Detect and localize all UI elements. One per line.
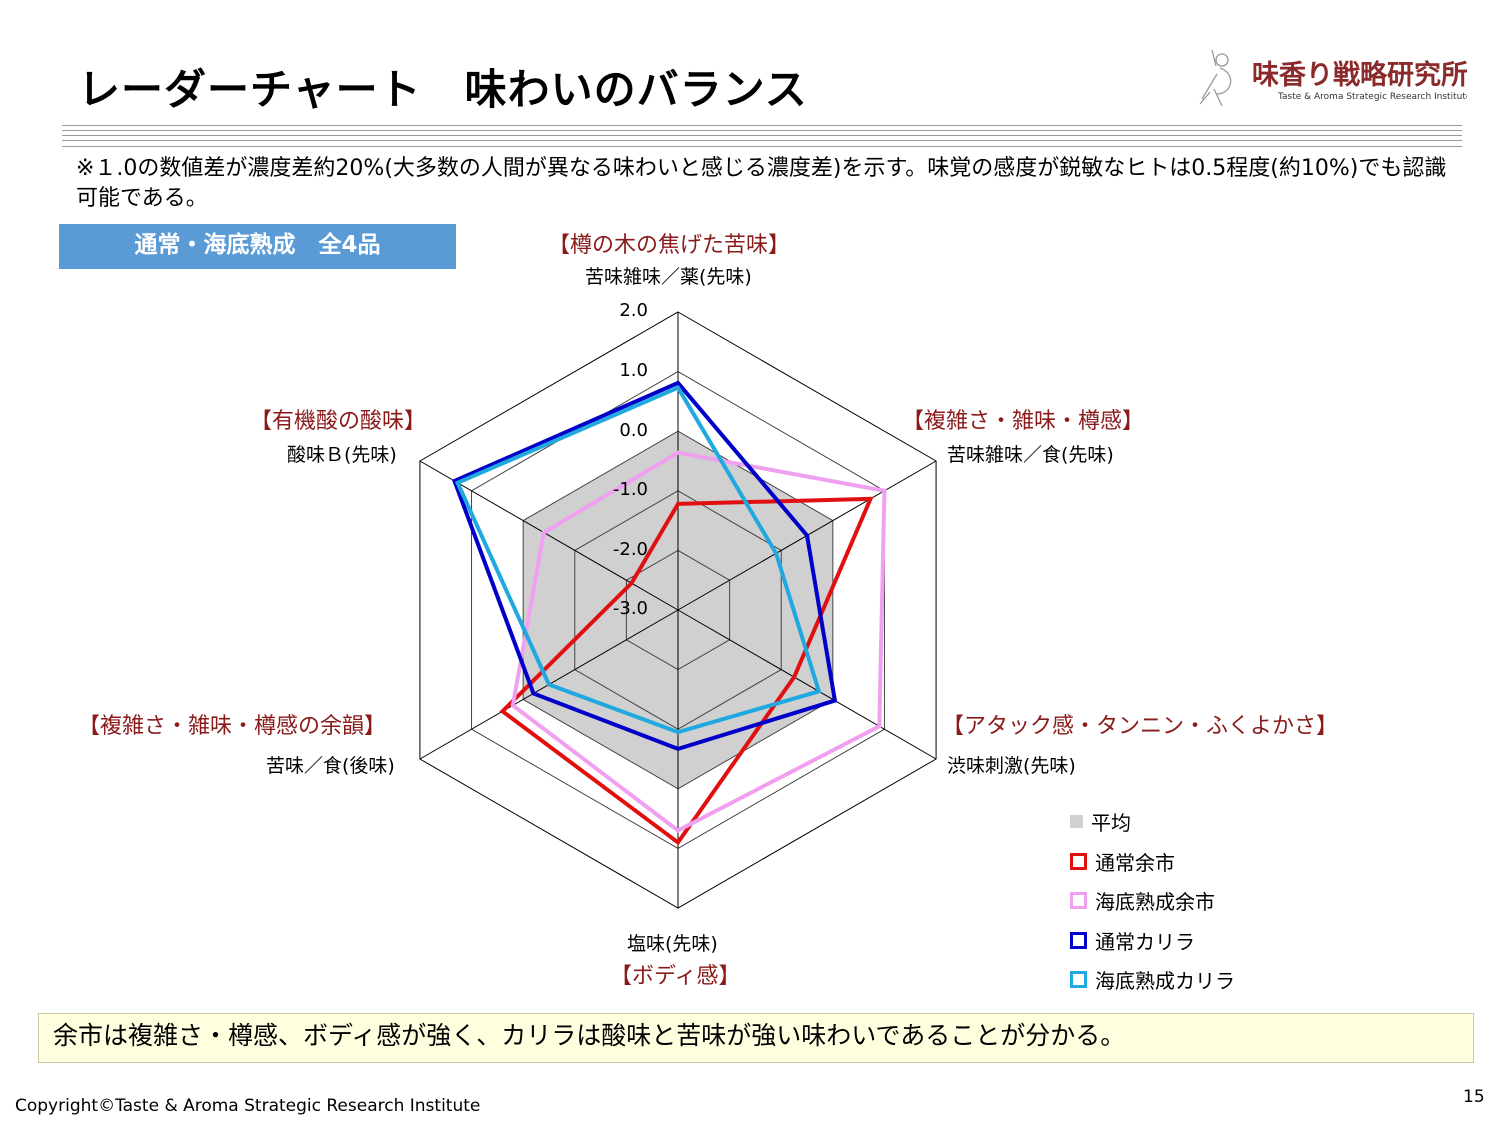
divider xyxy=(62,125,1462,126)
axis-spoke xyxy=(419,460,679,611)
summary-box: 余市は複雑さ・樽感、ボディ感が強く、カリラは酸味と苦味が強い味わいであることが分… xyxy=(38,1013,1474,1063)
legend-item: 通常カリラ xyxy=(1070,921,1235,961)
axis-category-0: 【樽の木の焦げた苦味】 xyxy=(548,233,791,258)
axis-label-3: 塩味(先味) xyxy=(627,933,718,955)
divider xyxy=(62,135,1462,136)
tick-label: -1.0 xyxy=(612,479,648,500)
product-badge: 通常・海底熟成 全4品 xyxy=(59,224,456,269)
legend-label: 平均 xyxy=(1091,811,1131,836)
axis-category-4: 【複雑さ・雑味・樽感の余韻】 xyxy=(78,714,387,739)
legend-label: 通常カリラ xyxy=(1095,929,1195,954)
axis-label-4: 苦味／食(後味) xyxy=(266,755,395,777)
copyright: Copyright©Taste & Aroma Strategic Resear… xyxy=(15,1096,481,1116)
divider xyxy=(62,146,1462,147)
legend-swatch xyxy=(1070,852,1087,870)
footnote: ※１.0の数値差が濃度差約20%(大多数の人間が異なる味わいと感じる濃度差)を示… xyxy=(76,156,1447,211)
tick-label: 1.0 xyxy=(619,360,648,381)
logo-figure-icon xyxy=(1199,49,1232,107)
divider xyxy=(62,130,1462,131)
svg-text:Taste & Aroma Strategic Resear: Taste & Aroma Strategic Research Institu… xyxy=(1277,92,1467,102)
axis-spoke xyxy=(677,609,937,760)
axis-label-1: 苦味雑味／食(先味) xyxy=(947,444,1114,466)
legend: 平均 通常余市 海底熟成余市 通常カリラ 海底熟成カリラ xyxy=(1070,802,1235,1000)
tick-label: -3.0 xyxy=(612,598,648,619)
axis-label-5: 酸味Ｂ(先味) xyxy=(287,444,397,466)
tick-label: 0.0 xyxy=(619,420,648,441)
axis-category-3: 【ボディ感】 xyxy=(610,964,741,989)
legend-item: 通常余市 xyxy=(1070,842,1235,882)
axis-label-0: 苦味雑味／薬(先味) xyxy=(585,266,752,288)
axis-category-5: 【有機酸の酸味】 xyxy=(250,409,427,434)
legend-swatch xyxy=(1070,892,1087,910)
series-line-海底熟成余市 xyxy=(510,450,887,833)
divider xyxy=(62,140,1462,141)
axis-category-2: 【アタック感・タンニン・ふくよかさ】 xyxy=(942,714,1339,739)
legend-label: 海底熟成カリラ xyxy=(1095,969,1235,994)
legend-item: 海底熟成余市 xyxy=(1070,881,1235,921)
legend-swatch xyxy=(1070,971,1087,989)
series-line-海底熟成カリラ xyxy=(454,385,822,735)
tick-label: 2.0 xyxy=(619,300,648,321)
tick-label: -2.0 xyxy=(612,539,648,560)
series-line-通常余市 xyxy=(499,496,874,846)
page-title: レーダーチャート 味わいのバランス xyxy=(78,65,808,114)
axis-label-2: 渋味刺激(先味) xyxy=(947,755,1076,777)
legend-swatch xyxy=(1070,815,1083,829)
legend-item: 海底熟成カリラ xyxy=(1070,960,1235,1000)
legend-label: 通常余市 xyxy=(1095,850,1175,875)
axis-category-1: 【複雑さ・雑味・樽感】 xyxy=(902,409,1145,434)
legend-label: 海底熟成余市 xyxy=(1095,890,1215,915)
series-line-通常カリラ xyxy=(451,380,838,751)
legend-swatch xyxy=(1070,931,1087,949)
svg-text:味香り戦略研究所: 味香り戦略研究所 xyxy=(1252,59,1467,91)
legend-item: 平均 xyxy=(1070,802,1235,842)
logo: 味香り戦略研究所 Taste & Aroma Strategic Researc… xyxy=(1199,49,1467,107)
page-number: 15 xyxy=(1463,1087,1485,1107)
